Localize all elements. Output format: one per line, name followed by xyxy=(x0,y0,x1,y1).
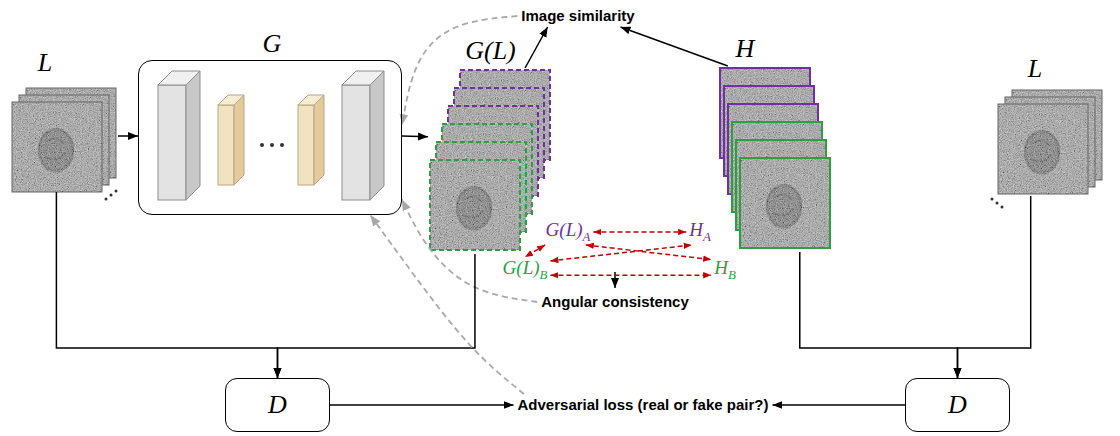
node-label: Image similarity xyxy=(521,7,634,24)
node-label: B xyxy=(540,267,548,282)
network-layers xyxy=(314,95,324,185)
network-layers xyxy=(186,71,200,200)
network-layers xyxy=(158,71,384,200)
node-label: H xyxy=(736,35,755,64)
target-stack xyxy=(740,158,830,248)
connector xyxy=(593,231,686,233)
consistency-arrow xyxy=(614,272,616,288)
generated-stack xyxy=(430,160,520,250)
loss-label: Adversarial loss (real or fake pair?) xyxy=(514,394,773,416)
network-layers xyxy=(298,105,314,185)
node-label: G(L) xyxy=(465,37,516,66)
node-label: D xyxy=(948,391,967,420)
connector xyxy=(402,200,537,303)
connector xyxy=(586,245,711,260)
connector xyxy=(550,274,711,276)
input-stack-left xyxy=(115,190,118,193)
network-layers xyxy=(370,71,384,200)
view-label: G(L)A xyxy=(543,219,594,245)
connector xyxy=(525,245,545,257)
discriminator-box: D xyxy=(905,378,1010,432)
connector xyxy=(800,252,958,378)
loss-label: Image similarity xyxy=(517,5,638,27)
view-label: G(L)B xyxy=(500,257,551,283)
node-label: G(L) xyxy=(546,219,583,240)
connector xyxy=(550,245,691,261)
connector xyxy=(620,27,727,66)
connector xyxy=(370,215,524,394)
generator-box: G xyxy=(138,60,402,215)
connector xyxy=(402,16,517,125)
discriminator-box: D xyxy=(225,378,330,432)
view-label: HA xyxy=(686,219,714,245)
connector xyxy=(772,404,905,406)
image-stack: L xyxy=(8,80,118,192)
image-stack: G(L) xyxy=(428,68,561,254)
network-layers xyxy=(342,85,370,200)
network-layers xyxy=(260,143,264,147)
network-layers xyxy=(280,143,284,147)
node-label: G(L) xyxy=(503,257,540,278)
image-stack: L xyxy=(990,86,1104,196)
node-label: G xyxy=(263,30,282,59)
target-stack xyxy=(720,68,830,248)
generated-stack xyxy=(430,160,520,250)
loss-label: Angular consistency xyxy=(537,291,693,313)
node-label: A xyxy=(583,229,591,244)
network-layers xyxy=(270,143,274,147)
consistency-arrow xyxy=(615,272,616,288)
input-stack-right xyxy=(998,104,1088,194)
node-label: D xyxy=(268,391,287,420)
node-label: A xyxy=(703,229,711,244)
network-layers xyxy=(234,95,244,185)
connector xyxy=(402,135,428,137)
node-label: H xyxy=(689,219,703,240)
node-label: L xyxy=(1028,55,1042,84)
input-stack-left xyxy=(12,88,118,201)
node-label: Angular consistency xyxy=(541,293,689,310)
connector xyxy=(330,404,514,406)
node-label: L xyxy=(38,49,52,78)
connector xyxy=(118,135,138,137)
connector xyxy=(525,27,548,68)
input-stack-right xyxy=(996,202,999,205)
target-stack xyxy=(740,158,830,248)
view-label: HB xyxy=(711,257,739,283)
input-stack-left xyxy=(105,198,108,201)
node-label: H xyxy=(714,257,728,278)
connector xyxy=(958,196,1031,378)
input-stack-right xyxy=(1001,206,1004,209)
generated-stack xyxy=(430,70,550,250)
input-stack-left xyxy=(12,102,102,192)
node-label: B xyxy=(728,267,736,282)
input-stack-left xyxy=(110,194,113,197)
connector xyxy=(56,192,277,378)
input-stack-right xyxy=(998,104,1088,194)
node-label: Adversarial loss (real or fake pair?) xyxy=(518,396,769,413)
network-layers xyxy=(158,85,186,200)
input-stack-right xyxy=(991,90,1103,209)
input-stack-left xyxy=(12,102,102,192)
network-layers xyxy=(218,105,234,185)
input-stack-right xyxy=(991,198,994,201)
image-stack: H xyxy=(716,66,834,252)
